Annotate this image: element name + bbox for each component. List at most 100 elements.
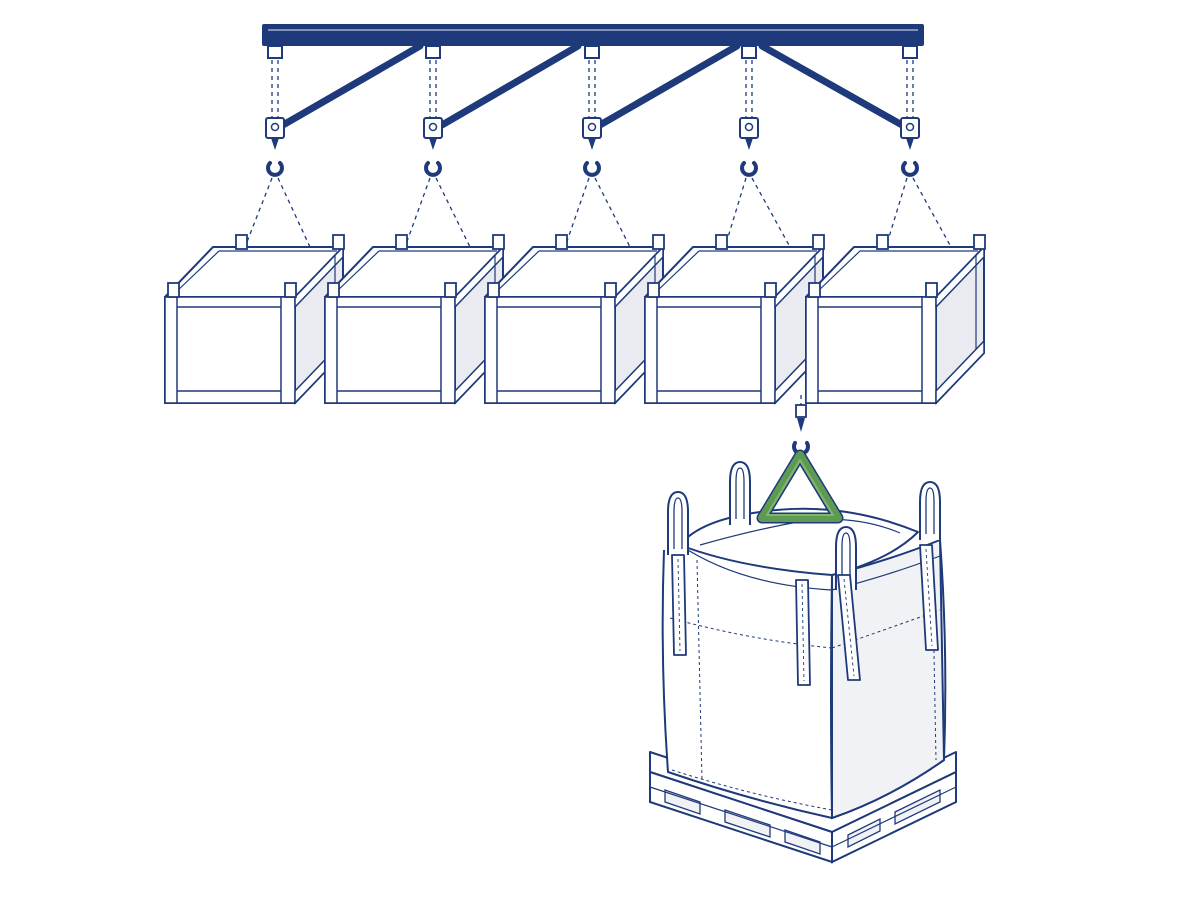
crate-corner-block xyxy=(604,282,617,298)
triangle-sling xyxy=(758,451,842,522)
strap-stitch xyxy=(801,583,805,682)
crate-left-post xyxy=(164,296,178,404)
hook-shank xyxy=(429,138,437,150)
hoist-pin xyxy=(428,122,438,132)
crate-top-rail xyxy=(644,296,776,308)
crate-sling xyxy=(885,177,908,248)
green-lifting-triangle xyxy=(756,449,844,524)
strap-stitch xyxy=(843,578,855,677)
crate-right-post xyxy=(280,296,296,404)
bag-stitch-seam xyxy=(931,547,937,761)
spreader-beam xyxy=(262,24,924,46)
pallet xyxy=(649,751,957,864)
hoist-unit xyxy=(900,45,920,177)
bag-top-seam xyxy=(679,544,941,591)
bag-front-left-loop xyxy=(667,491,689,555)
crate-corner-block xyxy=(395,234,408,250)
bag-back-right-loop xyxy=(919,481,941,540)
crate-top-rail xyxy=(484,296,616,308)
beam-clamp xyxy=(741,45,757,59)
crate-left-post xyxy=(644,296,658,404)
crate-corner-block xyxy=(812,234,825,250)
crate-left-post xyxy=(324,296,338,404)
crate-sling xyxy=(244,177,273,248)
beam-strut xyxy=(438,42,582,129)
pallet-fork-opening xyxy=(847,817,881,849)
crate-sling xyxy=(564,177,590,248)
crate-sling xyxy=(751,177,791,248)
beam-strut xyxy=(279,42,424,129)
crate-right-post xyxy=(760,296,776,404)
crate xyxy=(324,177,505,405)
crate-bottom-rail xyxy=(805,390,937,404)
bag-stitch-seam xyxy=(671,769,833,811)
hoist-unit xyxy=(423,45,443,177)
loop-inner xyxy=(735,467,745,519)
bag-back-left-loop xyxy=(729,461,751,525)
crate-top-rim xyxy=(654,250,817,294)
bag-stitch-seam xyxy=(669,617,833,649)
hook-shank xyxy=(906,138,914,150)
crate-bottom-rail xyxy=(644,390,776,404)
crate-sling xyxy=(435,177,471,248)
crate-corner-block xyxy=(284,282,297,298)
bag-hook-shank xyxy=(797,418,805,432)
beam-clamp xyxy=(902,45,918,59)
pallet-fork-opening xyxy=(894,788,941,826)
bag-side-panel xyxy=(831,538,946,820)
crate-corner-block xyxy=(764,282,777,298)
crate xyxy=(484,177,665,405)
crate-top-rim xyxy=(815,250,978,294)
hook-icon xyxy=(424,161,442,177)
crate-corner-block xyxy=(715,234,728,250)
hoist-pin xyxy=(744,122,754,132)
crate-top-rim xyxy=(334,250,497,294)
pallet-fork-opening xyxy=(664,789,701,815)
beam-clamp xyxy=(267,45,283,59)
hook-icon xyxy=(901,161,919,177)
crate-corner-block xyxy=(652,234,665,250)
hoist-pin xyxy=(587,122,597,132)
crate-front xyxy=(644,296,776,404)
hook-icon xyxy=(583,161,601,177)
crate-side-top-rail xyxy=(454,245,504,309)
crate xyxy=(805,177,986,405)
loop-inner xyxy=(925,487,935,534)
crate-corner-block xyxy=(808,282,821,298)
crate-sling xyxy=(912,177,952,248)
crate-sling xyxy=(594,177,631,248)
hoist-unit xyxy=(582,45,602,177)
hook-shank xyxy=(271,138,279,150)
hook-icon xyxy=(266,161,284,177)
crate-corner-block xyxy=(487,282,500,298)
crate xyxy=(164,177,345,405)
hoist-pin xyxy=(905,122,915,132)
hoist-unit xyxy=(739,45,759,177)
crate-sling xyxy=(404,177,431,248)
bulk-bag xyxy=(661,461,947,820)
crate-front xyxy=(164,296,296,404)
bag-strap xyxy=(671,554,687,656)
hook-icon xyxy=(740,161,758,177)
crate-top-rim xyxy=(494,250,657,294)
crate-side-top-rail xyxy=(294,245,344,309)
crate-front xyxy=(324,296,456,404)
crate-corner-block xyxy=(973,234,986,250)
crate-corner-block xyxy=(876,234,889,250)
crate-right-post xyxy=(440,296,456,404)
crate-front xyxy=(805,296,937,404)
crate-side-top-rail xyxy=(774,245,824,309)
crate-bottom-rail xyxy=(484,390,616,404)
beam-strut xyxy=(758,42,906,129)
hook-shank xyxy=(745,138,753,150)
crate-corner-block xyxy=(647,282,660,298)
crate-front xyxy=(484,296,616,404)
hoist-unit xyxy=(265,45,285,177)
crate-right-post xyxy=(600,296,616,404)
hoist-pin xyxy=(270,122,280,132)
loop-inner xyxy=(673,497,683,549)
beam-strut xyxy=(596,42,741,129)
crate-top-rim xyxy=(174,250,337,294)
crate-corner-block xyxy=(492,234,505,250)
beam-clamp xyxy=(425,45,441,59)
